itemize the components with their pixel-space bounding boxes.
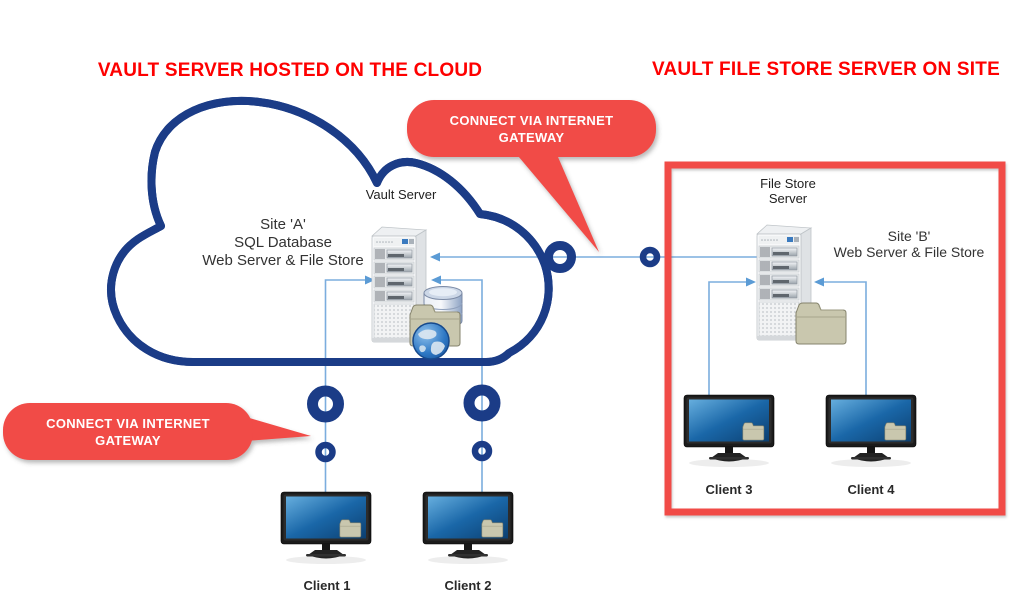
arrow-into-filestore-left bbox=[746, 277, 756, 287]
callout-bottom-line1: CONNECT VIA INTERNET bbox=[46, 415, 210, 431]
gateway-ring-small-client-2 bbox=[471, 440, 493, 462]
web-globe-icon bbox=[412, 322, 450, 360]
gateway-ring-large-client-2 bbox=[463, 384, 501, 422]
callout-bottom: CONNECT VIA INTERNET GATEWAY bbox=[3, 403, 253, 460]
connector-arrowheads bbox=[365, 252, 824, 287]
filestore-server-label: File Store Server bbox=[760, 176, 816, 206]
client-1-monitor-icon bbox=[280, 491, 372, 565]
site-b-line1: Site 'B' bbox=[887, 228, 931, 244]
site-a-text: Site 'A' SQL Database Web Server & File … bbox=[202, 216, 363, 270]
callout-bottom-line2: GATEWAY bbox=[95, 432, 161, 448]
filestore-server-label-line1: File Store bbox=[760, 176, 816, 191]
cloud-outline bbox=[107, 96, 553, 366]
callout-top-line2: GATEWAY bbox=[498, 129, 565, 145]
client-3-monitor-icon bbox=[683, 394, 775, 468]
callout-bottom-shape bbox=[3, 403, 311, 460]
arrow-into-vault-right bbox=[431, 275, 441, 285]
arrow-into-vault-right-top bbox=[430, 252, 440, 262]
client-3-label: Client 3 bbox=[705, 482, 753, 497]
gateway-ring-large-client-1 bbox=[307, 385, 344, 423]
callout-top: CONNECT VIA INTERNET GATEWAY bbox=[407, 100, 656, 157]
gateway-ring-large-wan bbox=[544, 241, 576, 273]
filestore-server-label-line2: Server bbox=[768, 191, 808, 206]
client-2-label: Client 2 bbox=[444, 578, 492, 593]
site-b-line2: Web Server & File Store bbox=[833, 244, 985, 260]
client-1-label: Client 1 bbox=[303, 578, 351, 593]
callout-top-shape bbox=[407, 100, 656, 252]
site-a-line2: SQL Database bbox=[234, 234, 332, 251]
vault-server-label: Vault Server bbox=[365, 187, 437, 202]
arrow-into-filestore-right bbox=[814, 277, 824, 287]
site-b-text: Site 'B' Web Server & File Store bbox=[834, 228, 985, 260]
site-a-line3: Web Server & File Store bbox=[202, 252, 364, 269]
title-cloud: VAULT SERVER HOSTED ON THE CLOUD bbox=[97, 60, 483, 81]
onsite-folder-icon bbox=[795, 302, 847, 345]
gateway-ring-small-wan bbox=[639, 246, 661, 268]
site-a-line1: Site 'A' bbox=[260, 216, 306, 233]
onsite-boundary-box bbox=[664, 161, 1006, 516]
connector-client-4 bbox=[823, 281, 867, 395]
title-onsite: VAULT FILE STORE SERVER ON SITE bbox=[652, 59, 1000, 80]
client-2-monitor-icon bbox=[422, 491, 514, 565]
gateway-ring-small-client-1 bbox=[315, 441, 336, 463]
arrow-into-vault-left bbox=[365, 275, 375, 285]
gateway-rings bbox=[307, 241, 661, 463]
connector-client-3 bbox=[708, 281, 747, 395]
client-4-monitor-icon bbox=[825, 394, 917, 468]
callout-top-line1: CONNECT VIA INTERNET bbox=[449, 112, 614, 128]
client-4-label: Client 4 bbox=[847, 482, 895, 497]
